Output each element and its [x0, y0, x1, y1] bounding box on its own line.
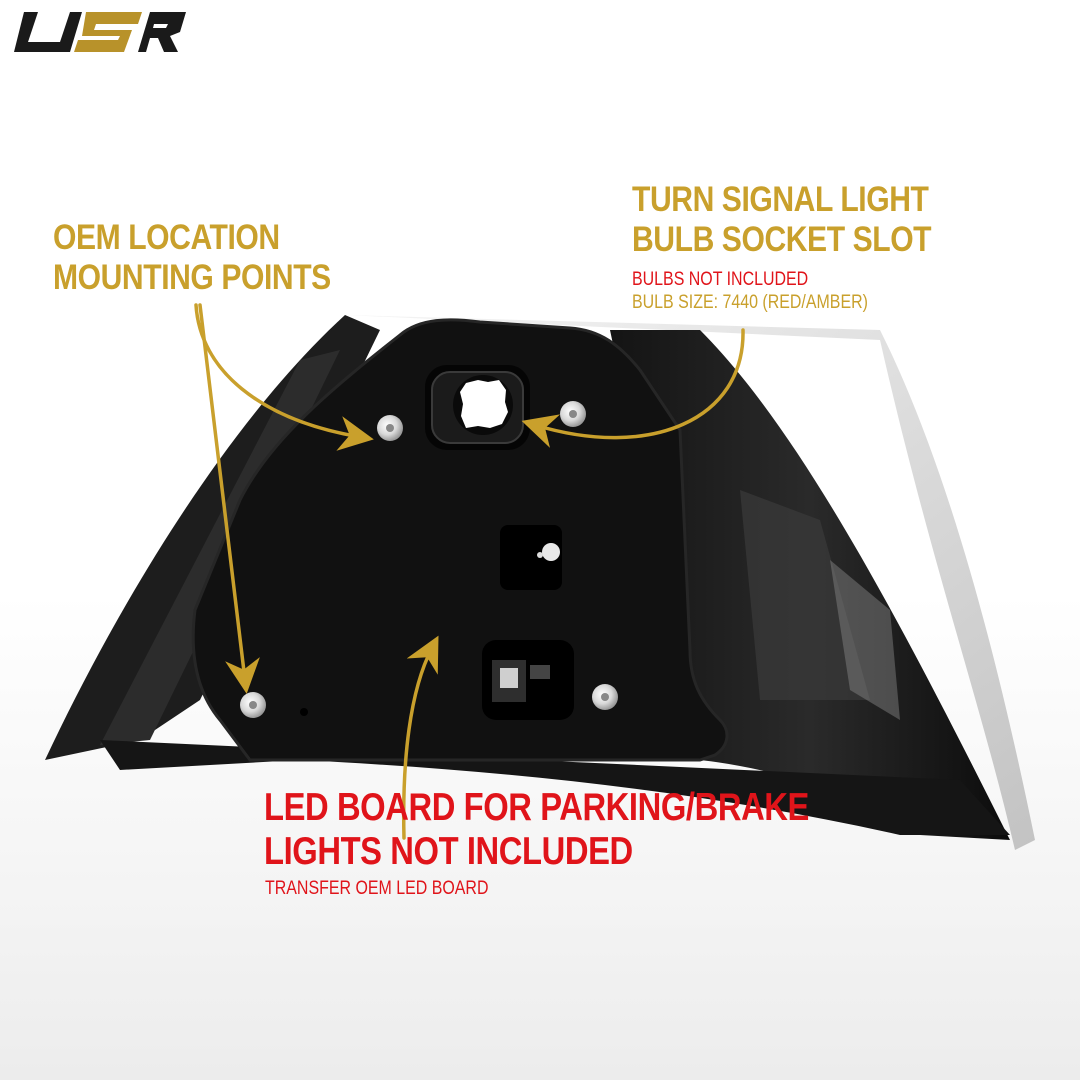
turn-signal-callout: TURN SIGNAL LIGHT BULB SOCKET SLOT [632, 180, 932, 260]
bulb-socket [425, 365, 530, 450]
mounting-points-title-line1: OEM LOCATION [53, 218, 280, 257]
bulb-size-note: BULB SIZE: 7440 (RED/AMBER) [632, 292, 868, 313]
turn-signal-notes: BULBS NOT INCLUDED BULB SIZE: 7440 (RED/… [632, 268, 868, 314]
turn-signal-title-line2: BULB SOCKET SLOT [632, 220, 932, 259]
transfer-led-board-note: TRANSFER OEM LED BOARD [265, 878, 489, 899]
mounting-points-title-line2: MOUNTING POINTS [53, 258, 331, 297]
usr-logo [14, 12, 186, 52]
led-board-note-wrap: TRANSFER OEM LED BOARD [265, 877, 488, 900]
mounting-bolts [240, 401, 618, 718]
led-connector-port [500, 525, 562, 590]
led-board-title-line2: LIGHTS NOT INCLUDED [264, 830, 633, 873]
callout-arrows [194, 303, 745, 840]
turn-signal-title-line1: TURN SIGNAL LIGHT [632, 180, 929, 219]
mounting-points-callout: OEM LOCATION MOUNTING POINTS [53, 218, 331, 298]
led-board-title-line1: LED BOARD FOR PARKING/BRAKE [264, 786, 809, 829]
bulbs-not-included-note: BULBS NOT INCLUDED [632, 269, 809, 290]
led-board-callout: LED BOARD FOR PARKING/BRAKE LIGHTS NOT I… [264, 786, 809, 874]
led-board-slot [482, 640, 574, 720]
